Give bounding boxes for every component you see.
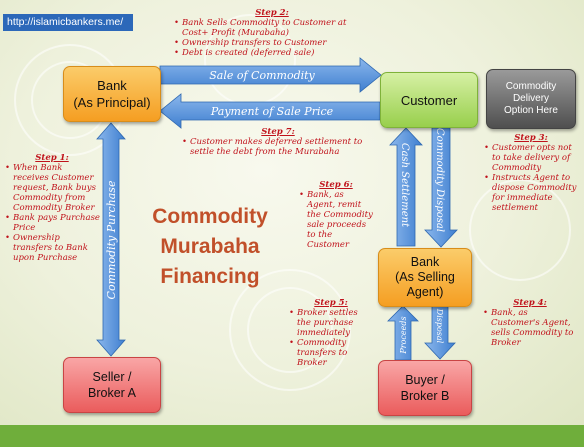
flow-arrows: Sale of Commodity Payment of Sale Price … bbox=[96, 57, 458, 361]
step-7-bullet: Customer makes deferred settlement to se… bbox=[182, 137, 376, 157]
step-3-note: Step 3: Customer opts not to take delive… bbox=[483, 133, 579, 213]
node-delivery-line-2: Delivery bbox=[512, 93, 550, 104]
step-2-bullet: Debt is created (deferred sale) bbox=[174, 48, 372, 58]
step-3-title: Step 3: bbox=[514, 133, 548, 143]
node-agent-line-3: Agent) bbox=[406, 285, 444, 299]
node-agent-line-2: (As Selling bbox=[395, 270, 455, 284]
step-4-bullet: Bank, as Customer's Agent, sells Commodi… bbox=[483, 308, 578, 348]
title-line-1: Commodity bbox=[152, 205, 268, 228]
step-2-title: Step 2: bbox=[255, 8, 289, 18]
node-buyer-broker-b: Buyer / Broker B bbox=[378, 360, 472, 416]
step-5-title: Step 5: bbox=[314, 298, 348, 308]
arrow-commodity-purchase bbox=[96, 122, 126, 357]
footer-bar bbox=[0, 425, 584, 447]
step-5-bullet: Broker settles the purchase immediately bbox=[289, 308, 374, 338]
node-delivery-option: Commodity Delivery Option Here bbox=[486, 69, 576, 129]
node-bank-principal: Bank (As Principal) bbox=[63, 66, 161, 122]
node-agent-line-1: Bank bbox=[410, 255, 440, 269]
node-seller-broker-a: Seller / Broker A bbox=[63, 357, 161, 413]
node-delivery-line-3: Option Here bbox=[504, 105, 558, 116]
arrow-commodity-disposal bbox=[424, 127, 458, 248]
node-buyer-line-1: Buyer / bbox=[405, 373, 445, 387]
arrow-label-payment: Payment of Sale Price bbox=[210, 105, 334, 118]
arrow-label-sale: Sale of Commodity bbox=[209, 69, 315, 82]
step-7-note: Step 7: Customer makes deferred settleme… bbox=[180, 127, 376, 157]
title-line-2: Murabaha bbox=[160, 235, 260, 258]
step-4-title: Step 4: bbox=[513, 298, 547, 308]
step-6-note: Step 6: Bank, as Agent, remit the Commod… bbox=[298, 180, 374, 250]
node-seller-line-2: Broker A bbox=[88, 386, 136, 400]
step-1-title: Step 1: bbox=[35, 153, 69, 163]
step-3-bullet: Instructs Agent to dispose Commodity for… bbox=[484, 173, 579, 213]
step-5-bullet: Commodity transfers to Broker bbox=[289, 338, 374, 368]
node-seller-line-1: Seller / bbox=[92, 370, 132, 384]
step-7-title: Step 7: bbox=[261, 127, 295, 137]
arrow-label-commodity-disposal: Commodity Disposal bbox=[434, 128, 445, 232]
node-customer: Customer bbox=[380, 72, 478, 128]
arrow-cash-settlement bbox=[389, 127, 423, 247]
node-bank-line-2: (As Principal) bbox=[73, 95, 151, 110]
step-3-bullet: Customer opts not to take delivery of Co… bbox=[484, 143, 579, 173]
step-1-bullet: Bank pays Purchase Price bbox=[5, 213, 100, 233]
arrow-sale-of-commodity bbox=[159, 57, 382, 93]
node-bank-line-1: Bank bbox=[97, 78, 127, 93]
arrow-label-cash-settlement: Cash Settlement bbox=[399, 143, 410, 228]
step-2-bullet: Bank Sells Commodity to Customer at Cost… bbox=[174, 18, 372, 38]
step-2-bullet: Ownership transfers to Customer bbox=[174, 38, 372, 48]
node-buyer-line-2: Broker B bbox=[400, 389, 450, 403]
step-4-note: Step 4: Bank, as Customer's Agent, sells… bbox=[482, 298, 578, 348]
node-bank-selling-agent: Bank (As Selling Agent) bbox=[378, 248, 472, 307]
node-delivery-line-1: Commodity bbox=[505, 81, 557, 92]
node-customer-label: Customer bbox=[400, 92, 458, 108]
step-1-bullet: Ownership transfers to Bank upon Purchas… bbox=[5, 233, 100, 263]
step-6-title: Step 6: bbox=[319, 180, 353, 190]
step-2-note: Step 2: Bank Sells Commodity to Customer… bbox=[172, 8, 372, 58]
arrow-payment-of-sale-price bbox=[159, 93, 381, 129]
step-1-note: Step 1: When Bank receives Customer requ… bbox=[4, 153, 100, 263]
arrow-label-proceeds: Proceeds bbox=[399, 316, 408, 354]
arrow-disposal bbox=[424, 305, 456, 360]
source-url[interactable]: http://islamicbankers.me/ bbox=[3, 14, 133, 31]
step-5-note: Step 5: Broker settles the purchase imme… bbox=[288, 298, 374, 368]
title-line-3: Financing bbox=[160, 265, 260, 288]
diagram-title: Commodity Murabaha Financing bbox=[130, 202, 290, 292]
arrow-label-commodity-purchase: Commodity Purchase bbox=[105, 180, 118, 299]
step-6-bullet: Bank, as Agent, remit the Commodity sale… bbox=[299, 190, 374, 250]
arrow-label-disposal: Disposal bbox=[435, 308, 444, 344]
step-1-bullet: When Bank receives Customer request, Ban… bbox=[5, 163, 100, 213]
